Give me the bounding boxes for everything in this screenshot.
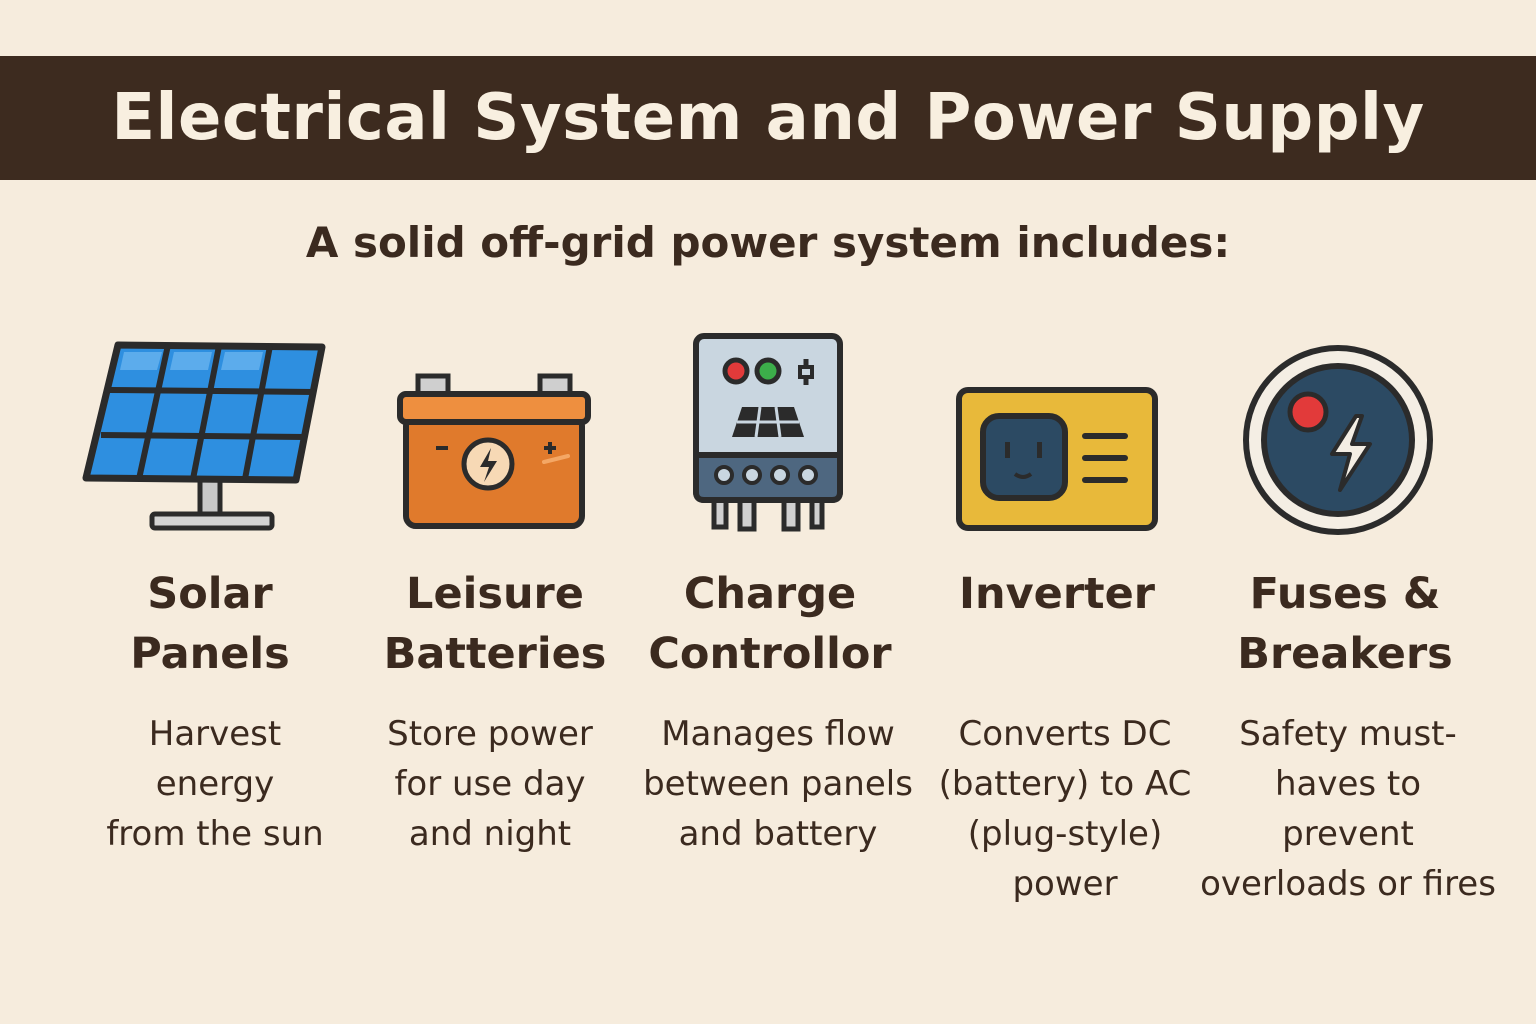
title-line: Leisure (406, 569, 584, 619)
desc-line: power (1012, 864, 1118, 904)
item-desc-solar: Harvest energy from the sun (55, 709, 375, 859)
desc-line: Manages flow (661, 714, 895, 754)
desc-line: overloads or fires (1200, 864, 1496, 904)
title-bar: Electrical System and Power Supply (0, 56, 1536, 180)
solar-panel-icon (82, 340, 332, 535)
item-title-controller: Charge Controllor (620, 564, 920, 684)
title-line: Inverter (959, 569, 1155, 619)
title-line: Breakers (1237, 629, 1453, 679)
item-title-breakers: Fuses & Breakers (1195, 564, 1495, 684)
desc-line: prevent (1282, 814, 1414, 854)
item-desc-inverter: Converts DC (battery) to AC (plug-style)… (905, 709, 1225, 909)
item-title-battery: Leisure Batteries (345, 564, 645, 684)
item-title-inverter: Inverter (907, 564, 1207, 624)
desc-line: for use day (394, 764, 586, 804)
inverter-icon (955, 386, 1159, 532)
title-line: Batteries (383, 629, 607, 679)
desc-line: energy (155, 764, 275, 804)
desc-line: haves to (1274, 764, 1422, 804)
desc-line: (battery) to AC (938, 764, 1192, 804)
title-line: Charge (683, 569, 857, 619)
intro-text: A solid off-grid power system includes: (305, 218, 1231, 267)
item-title-solar: Solar Panels (60, 564, 360, 684)
desc-line: from the sun (106, 814, 324, 854)
desc-line: (plug-style) (967, 814, 1163, 854)
title-line: Fuses & (1249, 569, 1441, 619)
desc-line: Harvest (148, 714, 282, 754)
desc-line: between panels (643, 764, 913, 804)
desc-line: Converts DC (958, 714, 1172, 754)
item-desc-controller: Manages flow between panels and battery (618, 709, 938, 859)
desc-line: Store power (387, 714, 593, 754)
breaker-icon (1240, 342, 1436, 538)
battery-icon (396, 372, 592, 532)
charge-controller-icon (692, 333, 844, 533)
title-line: Solar (147, 569, 273, 619)
desc-line: and battery (678, 814, 878, 854)
desc-line: and night (408, 814, 572, 854)
item-desc-breakers: Safety must- haves to prevent overloads … (1178, 709, 1518, 909)
title-line: Panels (130, 629, 290, 679)
desc-line: Safety must- (1239, 714, 1457, 754)
page-title: Electrical System and Power Supply (111, 81, 1425, 155)
title-line: Controllor (648, 629, 892, 679)
item-desc-battery: Store power for use day and night (330, 709, 650, 859)
